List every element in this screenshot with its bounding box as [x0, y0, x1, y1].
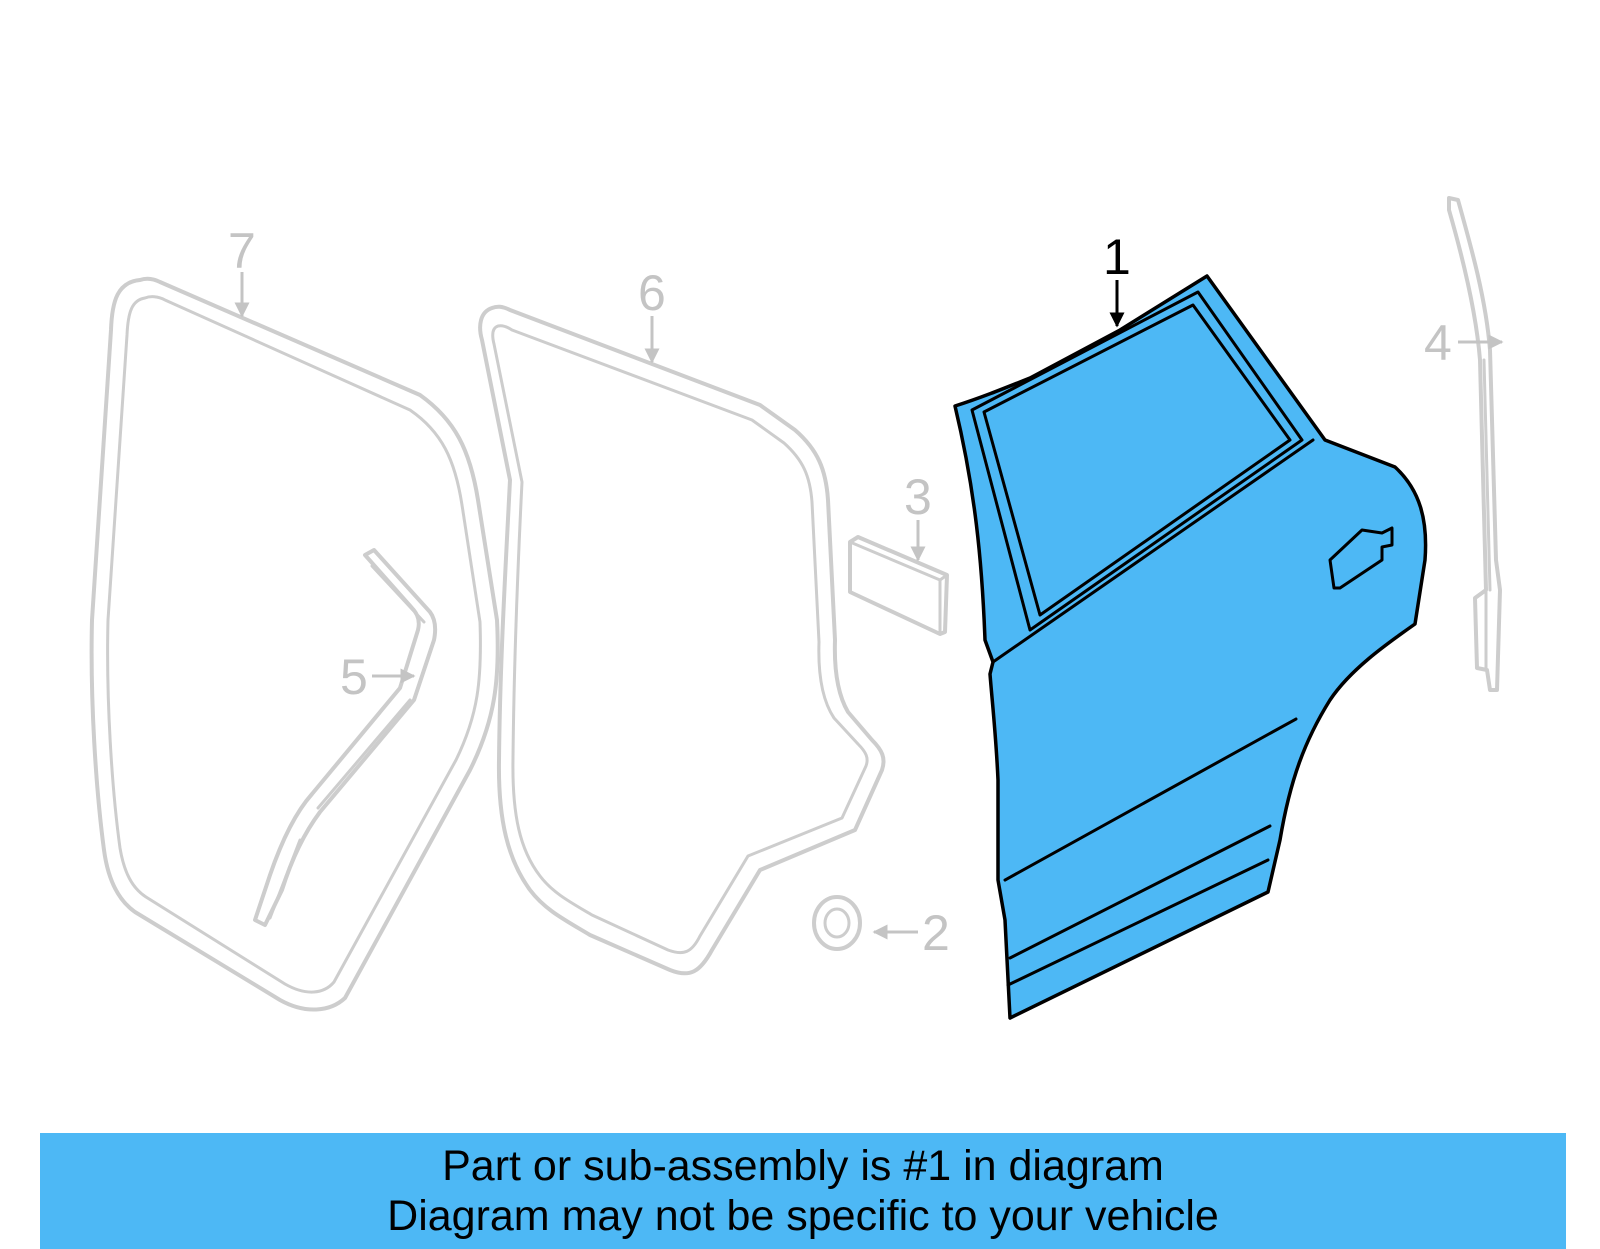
callout-5: 5: [340, 649, 368, 705]
part-2-plug[interactable]: [812, 895, 862, 951]
part-4-molding[interactable]: [1447, 196, 1502, 692]
callout-7: 7: [228, 223, 256, 279]
banner-line-1: Part or sub-assembly is #1 in diagram: [442, 1142, 1164, 1190]
part-3-pad[interactable]: [848, 535, 949, 636]
door-handle-icon: [1328, 526, 1394, 590]
part-7-body-weatherstrip[interactable]: [89, 276, 500, 1012]
callout-4: 4: [1424, 315, 1452, 371]
callout-1: 1: [1103, 229, 1131, 285]
callout-3: 3: [904, 469, 932, 525]
part-6-door-weatherstrip[interactable]: [478, 304, 886, 976]
part-5-channel[interactable]: [253, 548, 438, 927]
banner-line-2: Diagram may not be specific to your vehi…: [387, 1192, 1219, 1240]
callout-6: 6: [638, 265, 666, 321]
info-banner: Part or sub-assembly is #1 in diagram Di…: [40, 1133, 1566, 1249]
callout-2: 2: [922, 905, 950, 961]
part-1-rear-door-shell[interactable]: [953, 274, 1428, 1020]
